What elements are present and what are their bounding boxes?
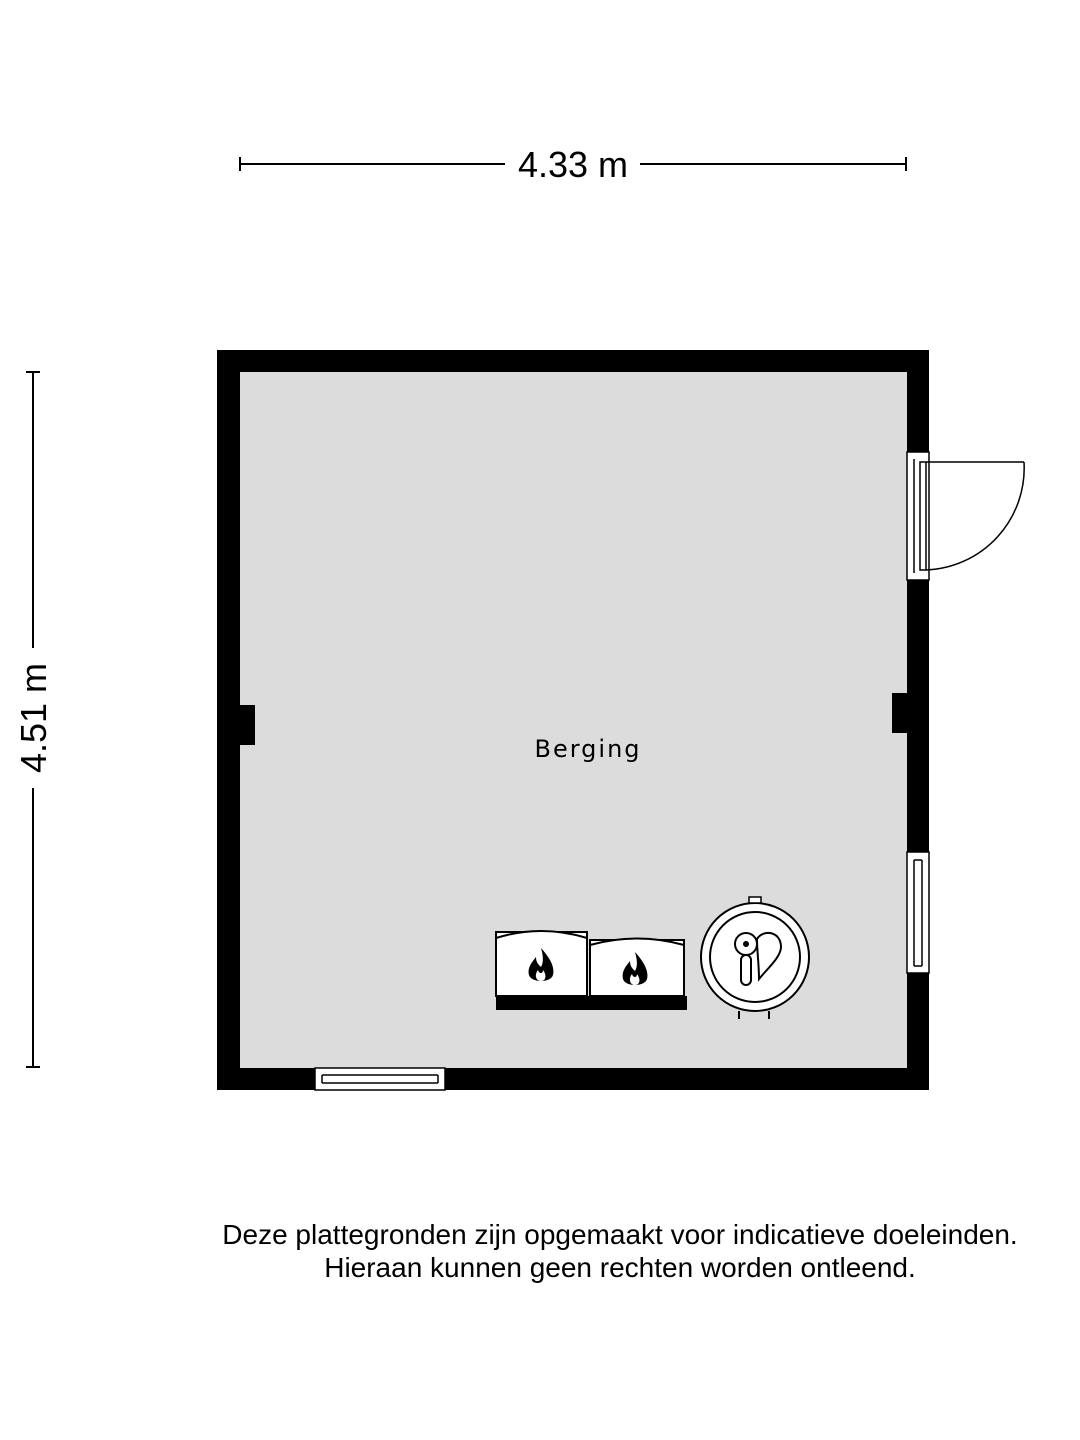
walls — [217, 350, 929, 1090]
door-right — [906, 451, 1025, 581]
disclaimer-line-1: Deze plattegronden zijn opgemaakt voor i… — [222, 1219, 1018, 1250]
gas-meter-icon — [700, 896, 810, 1019]
boiler-unit-1 — [495, 930, 588, 997]
window-bottom — [314, 1067, 446, 1091]
height-label: 4.51 m — [13, 663, 54, 773]
flame-icon — [622, 952, 648, 985]
boiler-units — [495, 930, 687, 1010]
wall-left — [217, 350, 240, 1090]
flame-icon — [528, 948, 554, 981]
disclaimer-line-2: Hieraan kunnen geen rechten worden ontle… — [324, 1252, 916, 1283]
window-right — [906, 851, 930, 974]
wall-bottom-left — [217, 1068, 315, 1090]
boiler-base — [496, 996, 687, 1010]
height-dimension: 4.51 m — [13, 371, 54, 1068]
wall-right-bottom — [907, 973, 929, 1090]
wall-bottom-right — [445, 1068, 929, 1090]
room-label: Berging — [534, 735, 641, 763]
wall-right-top — [907, 350, 929, 452]
wall-pillar-left — [240, 705, 255, 745]
width-dimension: 4.33 m — [239, 144, 907, 185]
width-label: 4.33 m — [518, 144, 628, 185]
disclaimer: Deze plattegronden zijn opgemaakt voor i… — [120, 1218, 1080, 1284]
wall-top — [217, 350, 929, 372]
wall-pillar-right — [892, 693, 907, 733]
wall-right-middle — [907, 580, 929, 852]
boiler-unit-2 — [589, 937, 685, 997]
